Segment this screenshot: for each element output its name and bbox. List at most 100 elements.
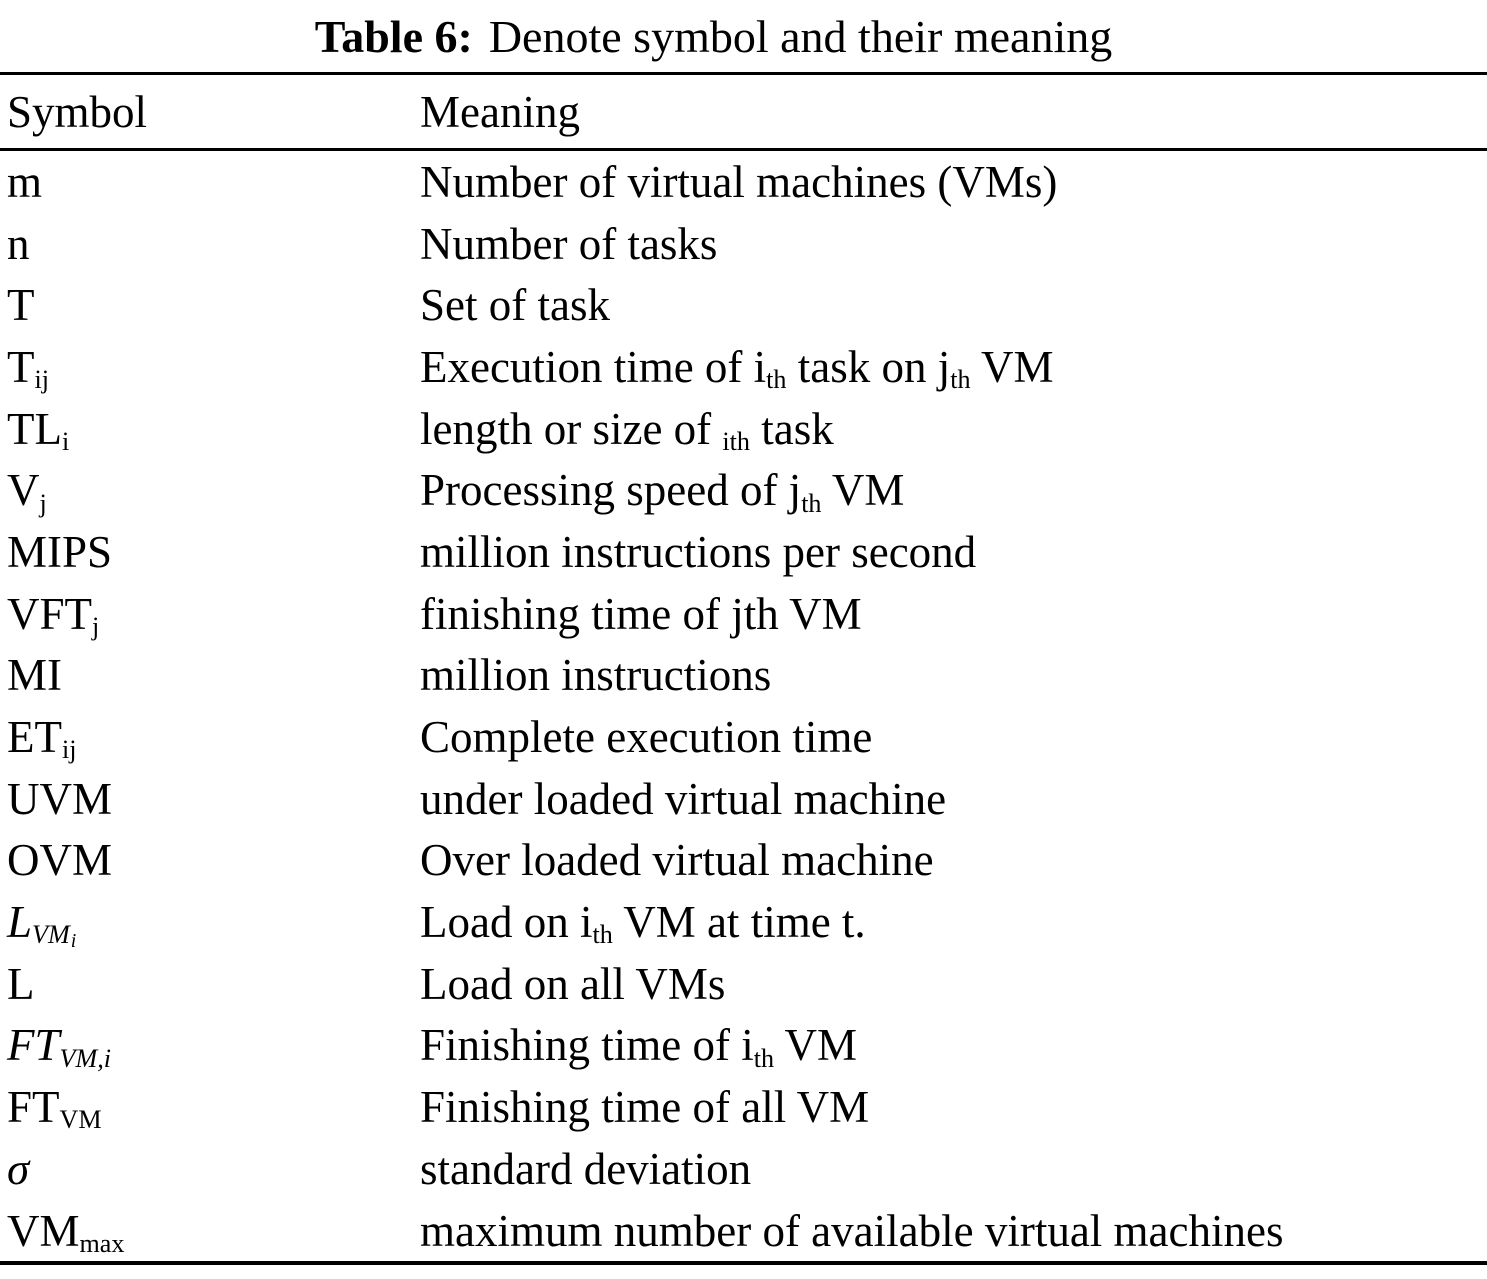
table-row: TLi length or size of ith task [0, 398, 1487, 460]
text-segment: Load on i [420, 897, 593, 948]
subscript-text: ith [722, 426, 750, 456]
table-top-rule [0, 72, 1487, 75]
meaning-cell: Set of task [420, 279, 1487, 331]
text-segment: task [749, 403, 834, 454]
symbol-cell: T [0, 279, 420, 331]
meaning-cell: standard deviation [420, 1143, 1487, 1195]
text-segment: finishing time of jth VM [420, 588, 862, 639]
meaning-cell: million instructions [420, 649, 1487, 701]
meaning-cell: finishing time of jth VM [420, 588, 1487, 640]
subscript-text: max [79, 1228, 125, 1258]
text-segment: Finishing time of all VM [420, 1082, 870, 1133]
text-segment: million instructions per second [420, 526, 977, 577]
table-bottom-rule [0, 1261, 1487, 1266]
text-segment: length or size of [420, 403, 723, 454]
table-caption: Table 6: Denote symbol and their meaning [0, 8, 1427, 72]
column-header-symbol: Symbol [7, 86, 148, 137]
text-segment: Finishing time of i [420, 1020, 754, 1071]
text-segment: L [7, 897, 33, 948]
meaning-cell: Finishing time of all VM [420, 1081, 1487, 1133]
text-segment: Execution time of i [420, 341, 767, 392]
text-segment: VM [7, 1205, 80, 1256]
table-header-row: Symbol Meaning [0, 75, 1487, 148]
subscript-text: i [61, 426, 70, 456]
meaning-cell: Load on all VMs [420, 958, 1487, 1010]
meaning-cell: Number of virtual machines (VMs) [420, 156, 1487, 208]
subscript-text: th [766, 365, 787, 395]
subscript-text: th [592, 920, 613, 950]
symbol-cell: MIPS [0, 526, 420, 578]
symbol-cell: FTVM [0, 1081, 420, 1135]
meaning-cell: Complete execution time [420, 711, 1487, 763]
text-segment: L [7, 958, 35, 1009]
symbol-cell: OVM [0, 834, 420, 886]
text-segment: VFT [7, 588, 93, 639]
meaning-cell: Processing speed of jth VM [420, 464, 1487, 517]
table-row: m Number of virtual machines (VMs) [0, 151, 1487, 213]
symbol-cell: Vj [0, 464, 420, 518]
meaning-cell: Execution time of ith task on jth VM [420, 341, 1487, 395]
symbol-cell: MI [0, 649, 420, 701]
table-row: UVM under loaded virtual machine [0, 768, 1487, 830]
text-segment: Processing speed of j [420, 465, 802, 516]
text-segment: TL [7, 403, 62, 454]
text-segment: VM [774, 1020, 858, 1071]
text-segment: Number of virtual machines (VMs) [420, 156, 1058, 207]
symbol-cell: σ [0, 1143, 420, 1195]
subscript-text: i [70, 930, 77, 953]
table-row: T Set of task [0, 274, 1487, 336]
table-body: m Number of virtual machines (VMs) n Number… [0, 151, 1487, 1261]
meaning-cell: length or size of ith task [420, 403, 1487, 456]
subscript-text: VM [32, 920, 70, 950]
text-segment: maximum number of available virtual mach… [420, 1205, 1284, 1256]
subscript-text: th [950, 365, 971, 395]
symbol-cell: LVMi [0, 896, 420, 952]
text-segment: V [7, 465, 40, 516]
text-segment: VM [970, 341, 1054, 392]
text-segment: Load on all VMs [420, 958, 726, 1009]
symbol-cell: n [0, 218, 420, 270]
text-segment: standard deviation [420, 1143, 752, 1194]
subscript-text: VM [59, 1105, 102, 1135]
subscript-text: ij [34, 365, 50, 395]
text-segment: T [7, 280, 35, 331]
subscript-text: VM,i [59, 1043, 111, 1073]
subscript-text: ij [61, 735, 77, 765]
symbol-cell: L [0, 958, 420, 1010]
text-segment: FT [7, 1082, 60, 1133]
table-row: n Number of tasks [0, 213, 1487, 275]
text-segment: m [7, 156, 43, 207]
table-row: VMmax maximum number of available virtual… [0, 1200, 1487, 1262]
subscript-text: th [753, 1043, 775, 1073]
meaning-cell: Load on ith VM at time t. [420, 896, 1487, 950]
symbol-cell: UVM [0, 773, 420, 825]
meaning-cell: Over loaded virtual machine [420, 834, 1487, 886]
text-segment: task on j [786, 341, 951, 392]
text-segment: Over loaded virtual machine [420, 835, 934, 886]
text-segment: n [7, 218, 30, 269]
subscript-text: j [39, 488, 47, 518]
text-segment: VM [821, 465, 905, 516]
subscript-text: j [92, 611, 100, 641]
text-segment: UVM [7, 773, 113, 824]
table-caption-text: Denote symbol and their meaning [488, 11, 1113, 62]
text-segment: Number of tasks [420, 218, 718, 269]
column-header-meaning: Meaning [420, 86, 580, 137]
text-segment: ET [7, 712, 62, 763]
symbol-cell: VFTj [0, 588, 420, 641]
meaning-cell: maximum number of available virtual mach… [420, 1205, 1487, 1257]
text-segment: VM at time t. [612, 897, 866, 948]
table-caption-label: Table 6: [314, 11, 473, 62]
symbol-cell: ETij [0, 711, 420, 765]
symbol-cell: m [0, 156, 420, 208]
text-segment: under loaded virtual machine [420, 773, 947, 824]
